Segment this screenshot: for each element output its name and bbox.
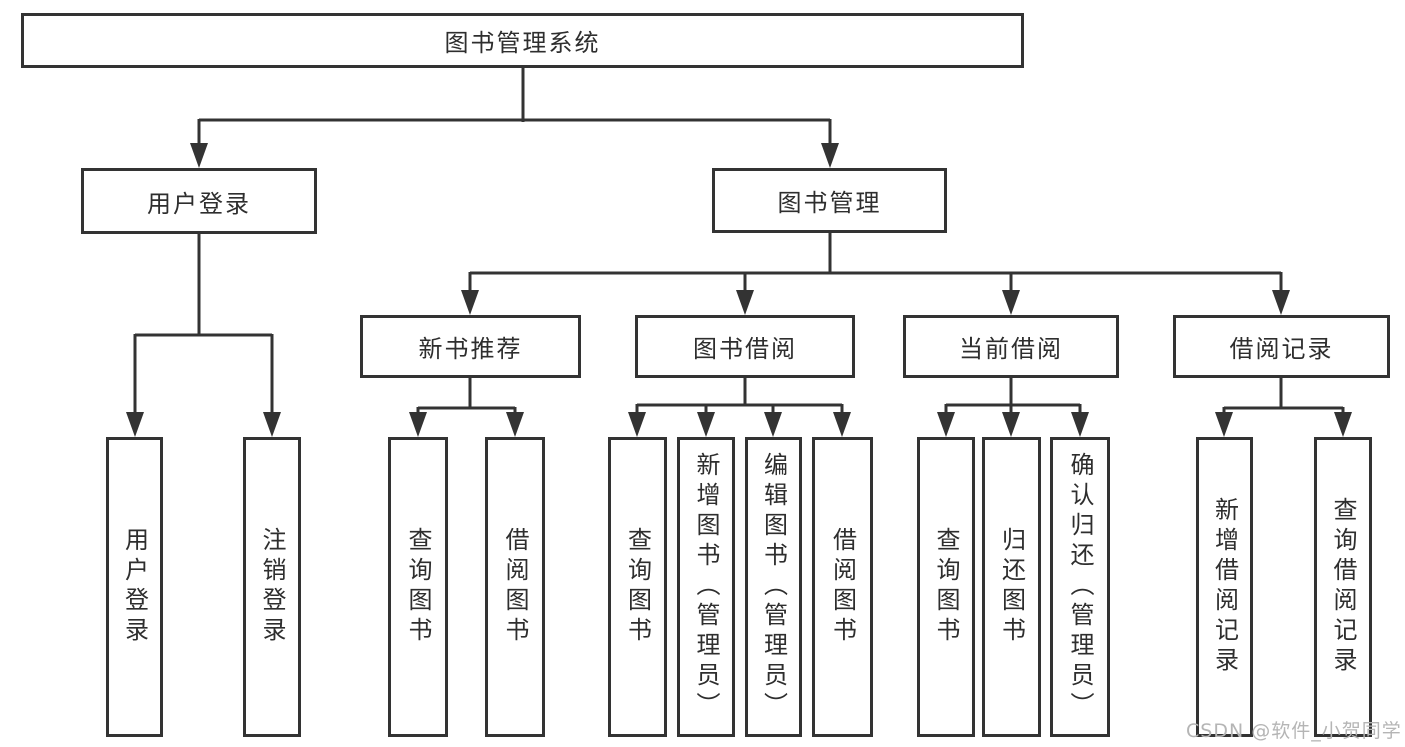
leaf-add-books-admin: 新增图书（管理员） [677, 437, 735, 737]
arrow-down-icon [1071, 412, 1089, 437]
arrow-down-icon [190, 143, 208, 168]
arrow-down-icon [461, 290, 479, 315]
connector-root-to-level1 [197, 68, 832, 146]
leaf-query-books-borrow: 查询图书 [608, 437, 667, 737]
connector-book-borrowing-to-leaves [635, 378, 844, 415]
arrow-down-icon [937, 412, 955, 437]
connector-current-borrowing-to-leaves [944, 378, 1082, 415]
node-borrowing-records: 借阅记录 [1173, 315, 1390, 378]
connector-borrowing-records-to-leaves [1222, 378, 1345, 415]
arrow-down-icon [1215, 412, 1233, 437]
leaf-edit-books-admin: 编辑图书（管理员） [745, 437, 802, 737]
node-library-management-system: 图书管理系统 [21, 13, 1024, 68]
node-current-borrowing: 当前借阅 [903, 315, 1119, 378]
arrow-down-icon [263, 412, 281, 437]
arrow-down-icon [736, 290, 754, 315]
leaf-query-borrow-record: 查询借阅记录 [1314, 437, 1372, 737]
arrow-down-icon [764, 412, 782, 437]
node-user-login: 用户登录 [81, 168, 317, 234]
arrow-down-icon [697, 412, 715, 437]
node-book-management: 图书管理 [712, 168, 947, 233]
csdn-watermark: CSDN @软件_小贺同学 [1186, 720, 1402, 742]
arrow-down-icon [506, 412, 524, 437]
leaf-query-books-current: 查询图书 [917, 437, 975, 737]
arrow-down-icon [821, 143, 839, 168]
arrow-down-icon [409, 412, 427, 437]
arrow-down-icon [833, 412, 851, 437]
connector-book-management-to-level2 [468, 233, 1283, 293]
leaf-borrow-books-recommend: 借阅图书 [485, 437, 545, 737]
leaf-add-borrow-record: 新增借阅记录 [1196, 437, 1253, 737]
arrow-down-icon [1002, 412, 1020, 437]
leaf-logout: 注销登录 [243, 437, 301, 737]
node-book-borrowing: 图书借阅 [635, 315, 855, 378]
leaf-borrow-books: 借阅图书 [812, 437, 873, 737]
node-new-book-recommendation: 新书推荐 [360, 315, 581, 378]
arrow-down-icon [1002, 290, 1020, 315]
connector-new-book-to-leaves [416, 378, 517, 415]
arrow-down-icon [1272, 290, 1290, 315]
arrowheads [126, 143, 1352, 437]
leaf-return-books: 归还图书 [982, 437, 1041, 737]
leaf-confirm-return-admin: 确认归还（管理员） [1050, 437, 1110, 737]
arrow-down-icon [628, 412, 646, 437]
connector-user-login-to-leaves [133, 234, 274, 415]
arrow-down-icon [126, 412, 144, 437]
arrow-down-icon [1334, 412, 1352, 437]
leaf-query-books-recommend: 查询图书 [388, 437, 448, 737]
leaf-user-login: 用户登录 [106, 437, 163, 737]
